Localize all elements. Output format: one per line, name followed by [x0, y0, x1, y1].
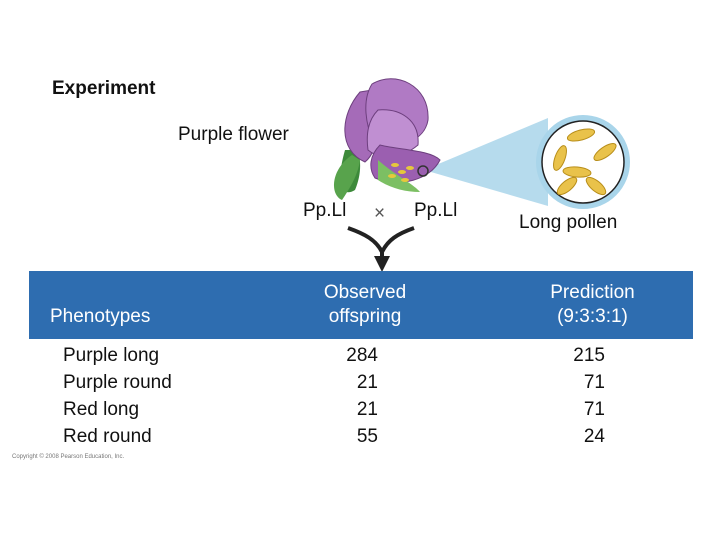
- prediction-column: 215 71 71 24: [545, 342, 605, 450]
- header-prediction-line2: (9:3:3:1): [557, 306, 628, 327]
- table-row-predicted: 24: [583, 426, 605, 447]
- header-phenotypes: Phenotypes: [50, 306, 151, 327]
- pollen-label: Long pollen: [519, 212, 618, 233]
- table-row-observed: 55: [356, 426, 378, 447]
- flower-label: Purple flower: [178, 124, 289, 145]
- table-row-phenotype: Purple round: [63, 372, 172, 393]
- purple-flower-icon: [333, 78, 441, 200]
- table-header-band: [29, 271, 693, 339]
- pollen-grains: [553, 128, 617, 196]
- header-prediction: Prediction (9:3:3:1): [520, 281, 665, 329]
- header-observed-line1: Observed: [323, 282, 407, 303]
- magnifier-beam: [424, 118, 548, 206]
- table-row-predicted: 71: [583, 399, 605, 420]
- table-row-phenotype: Red round: [63, 426, 152, 447]
- table-row-predicted: 71: [583, 372, 605, 393]
- phenotype-column: Purple long Purple round Red long Red ro…: [63, 342, 172, 450]
- header-prediction-line1: Prediction: [550, 282, 635, 303]
- parent-genotype-right: Pp.Ll: [414, 200, 458, 221]
- table-row-observed: 21: [356, 372, 378, 393]
- parent-genotype-left: Pp.Ll: [303, 200, 347, 221]
- observed-column: 284 21 21 55: [322, 342, 378, 450]
- table-row-phenotype: Purple long: [63, 345, 160, 366]
- magnifier-lens: [536, 115, 630, 209]
- header-observed-line2: offspring: [328, 306, 402, 327]
- cross-arrow-icon: [347, 226, 415, 258]
- header-observed: Observed offspring: [300, 281, 430, 329]
- copyright-notice: Copyright © 2008 Pearson Education, Inc.: [12, 454, 125, 460]
- table-row-observed: 284: [346, 345, 378, 366]
- table-row-predicted: 215: [573, 345, 605, 366]
- cross-symbol: ×: [374, 203, 386, 224]
- table-row-observed: 21: [356, 399, 378, 420]
- experiment-title: Experiment: [52, 78, 156, 99]
- table-row-phenotype: Red long: [63, 399, 140, 420]
